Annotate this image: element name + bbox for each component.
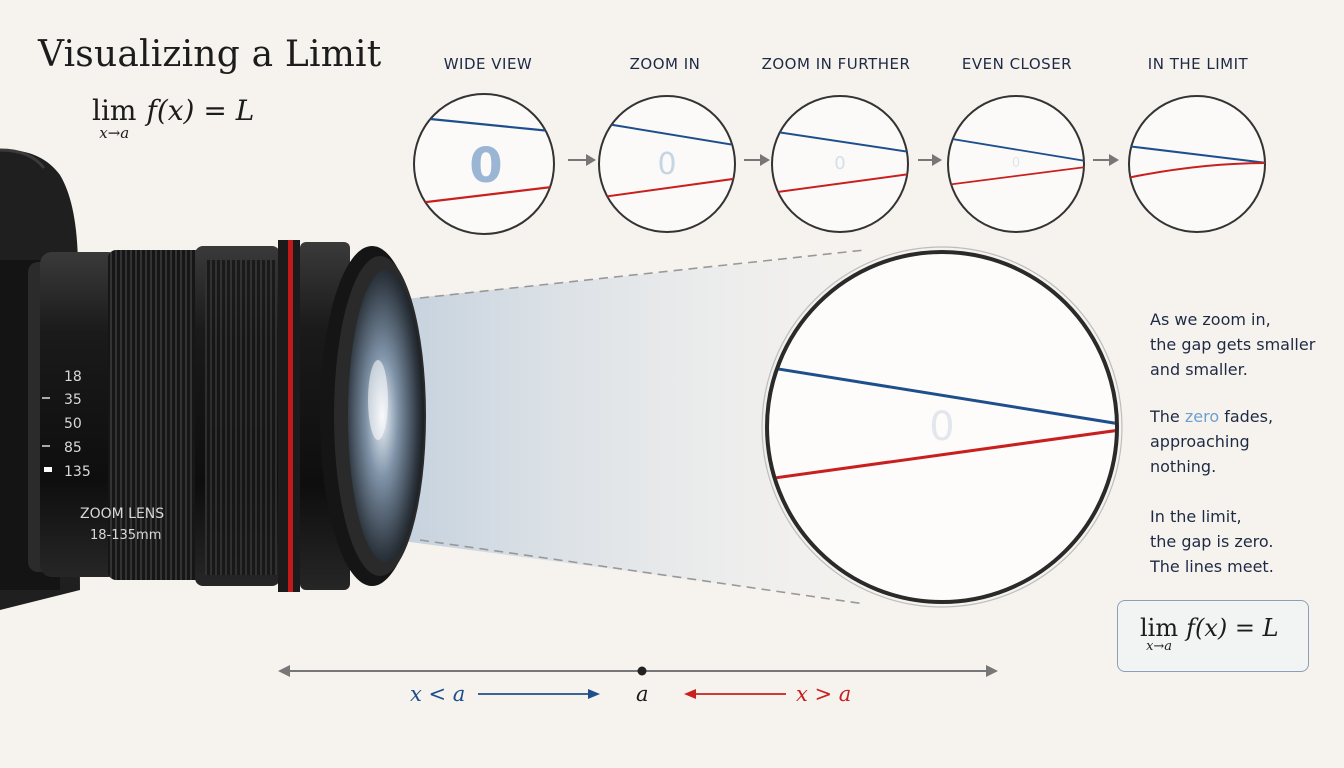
highlight-zero-word: zero xyxy=(1184,407,1220,426)
magnified-view: 0 xyxy=(761,246,1123,608)
camera-illustration xyxy=(0,148,426,611)
stage-label-even-closer: EVEN CLOSER xyxy=(961,55,1073,73)
text-line: The lines meet. xyxy=(1150,557,1274,576)
scale-mark: 85 xyxy=(64,440,82,456)
left-approach-label: x < a xyxy=(410,682,466,706)
zero-glyph-zoom-further: 0 xyxy=(834,153,845,174)
lens-scale: 18 35 50 85 135 xyxy=(64,369,91,480)
zero-glyph-even-closer: 0 xyxy=(1012,156,1020,171)
light-beam xyxy=(395,252,860,602)
lim-subscript: x→a xyxy=(1146,639,1173,654)
scale-mark: 135 xyxy=(64,464,91,480)
text-line: and smaller. xyxy=(1150,360,1248,379)
text-line: As we zoom in, xyxy=(1150,310,1271,329)
stage-circle-zoom-in: 0 xyxy=(598,95,736,233)
text-fragment: fades, xyxy=(1219,407,1274,426)
stage-circle-wide-view: 0 xyxy=(413,93,555,235)
explanation-paragraph-3: In the limit, the gap is zero. The lines… xyxy=(1150,504,1274,579)
zero-glyph-wide: 0 xyxy=(469,138,502,194)
text-line: the gap is zero. xyxy=(1150,532,1274,551)
stage-arrows xyxy=(568,154,1119,166)
limit-formula-box: lim x→a f(x) = L xyxy=(1117,600,1309,672)
scale-mark: 18 xyxy=(64,369,82,385)
text-line: the gap gets smaller xyxy=(1150,335,1316,354)
number-line xyxy=(278,665,998,699)
stage-circle-in-the-limit xyxy=(1128,95,1266,233)
limit-expression: f(x) = L xyxy=(146,94,255,127)
lens-name: ZOOM LENS xyxy=(80,506,164,522)
scale-mark: 35 xyxy=(64,392,82,408)
lens-range: 18-135mm xyxy=(90,528,161,543)
explanation-paragraph-2: The zero fades, approaching nothing. xyxy=(1150,404,1273,479)
limit-expression: f(x) = L xyxy=(1186,614,1279,642)
page-title: Visualizing a Limit xyxy=(38,34,382,75)
limit-formula-top: lim x→a f(x) = L xyxy=(92,94,255,143)
text-fragment: The xyxy=(1150,407,1185,426)
right-approach-label: x > a xyxy=(796,682,852,706)
lim-subscript: x→a xyxy=(99,124,130,142)
zero-glyph-zoom-in: 0 xyxy=(657,147,676,182)
stage-label-zoom-in: ZOOM IN xyxy=(629,55,701,73)
lim-word: lim xyxy=(1140,614,1179,642)
stage-label-zoom-further: ZOOM IN FURTHER xyxy=(761,55,911,73)
zero-glyph-magnified: 0 xyxy=(929,404,954,450)
text-line: approaching xyxy=(1150,432,1250,451)
text-line: In the limit, xyxy=(1150,507,1242,526)
scale-mark: 50 xyxy=(64,416,82,432)
stage-label-wide-view: WIDE VIEW xyxy=(443,55,533,73)
text-line: The zero fades, xyxy=(1150,404,1273,429)
point-a xyxy=(637,666,647,676)
lim-word: lim xyxy=(92,94,137,127)
stage-circle-even-closer: 0 xyxy=(947,95,1085,233)
text-line: nothing. xyxy=(1150,457,1217,476)
lens-red-ring xyxy=(288,240,293,592)
stage-label-in-the-limit: IN THE LIMIT xyxy=(1147,55,1249,73)
stage-circle-zoom-further: 0 xyxy=(771,95,909,233)
explanation-paragraph-1: As we zoom in, the gap gets smaller and … xyxy=(1150,307,1315,382)
center-point-label: a xyxy=(636,682,649,706)
